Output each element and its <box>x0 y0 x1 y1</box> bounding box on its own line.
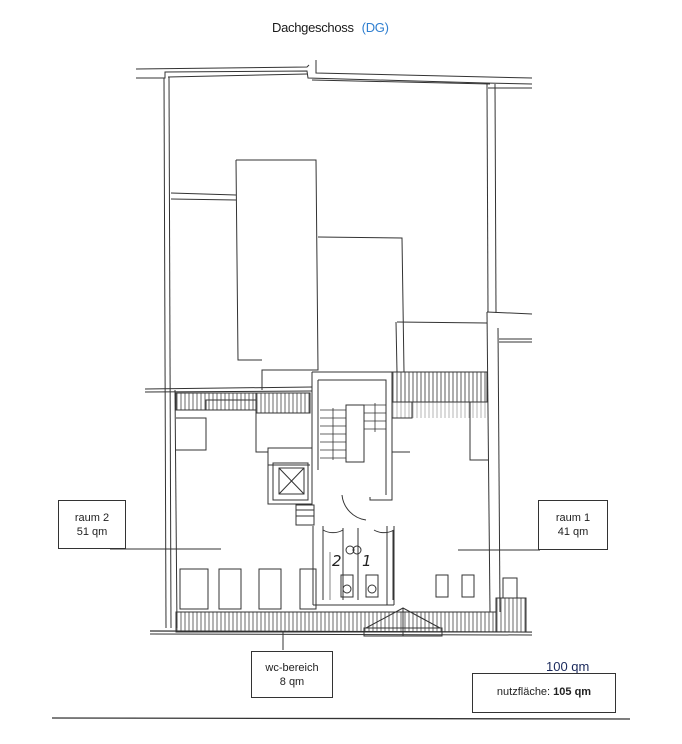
usable-area-label: nutzfläche: <box>496 686 551 698</box>
room-label-raum-2: raum 2 51 qm <box>58 500 126 549</box>
hatched-walls <box>175 371 527 633</box>
room-label-wc-bereich: wc-bereich 8 qm <box>251 651 333 698</box>
usable-area-box: nutzfläche: 105 qm <box>472 673 616 713</box>
raum-2-outline <box>110 399 317 610</box>
floor-abbreviation: (DG) <box>361 20 389 35</box>
elevator-shaft <box>267 447 313 505</box>
room-name: raum 1 <box>555 512 591 524</box>
outer-wall-right <box>486 83 533 613</box>
total-area-note: 100 qm <box>546 659 590 674</box>
outer-wall-top <box>135 60 533 89</box>
room-area: 41 qm <box>557 526 589 538</box>
usable-area-value: 105 qm <box>553 686 592 698</box>
room-area: 51 qm <box>76 525 108 538</box>
plan-title: Dachgeschoss (DG) <box>272 20 389 35</box>
stairwell <box>311 371 393 521</box>
small-stair <box>295 504 315 526</box>
outer-wall-left <box>163 76 178 629</box>
room-area: 8 qm <box>279 675 305 688</box>
room-name: wc-bereich <box>265 661 319 674</box>
room-label-raum-1: raum 1 41 qm <box>538 500 608 550</box>
room-name: raum 2 <box>74 511 110 524</box>
wc-cabins <box>312 526 395 606</box>
wc-cabin-1-number: 1 <box>362 552 372 570</box>
roof-structures <box>170 159 488 390</box>
wc-cabin-numbers: 2 1 <box>332 552 372 570</box>
raum-1-outline <box>391 401 540 600</box>
wc-cabin-2-number: 2 <box>332 552 342 570</box>
floor-name: Dachgeschoss <box>272 20 354 35</box>
